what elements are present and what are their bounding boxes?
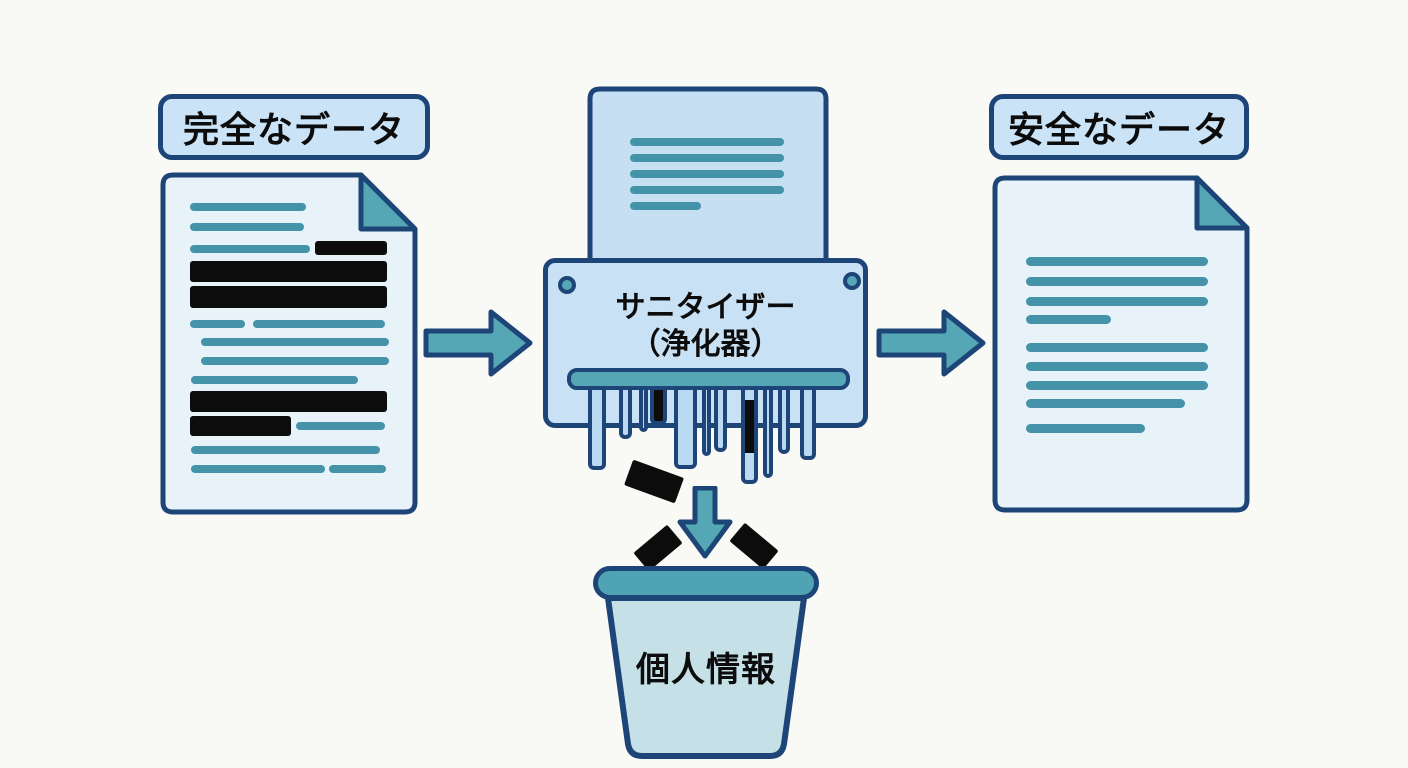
text-line — [201, 357, 389, 365]
screw-icon-left — [558, 276, 576, 294]
text-line — [191, 446, 380, 454]
text-line — [1026, 424, 1145, 433]
text-line — [190, 320, 245, 328]
input-data-label: 完全なデータ — [158, 94, 430, 160]
sanitizer-name: サニタイザー （浄化器） — [548, 289, 863, 363]
bin-body-icon — [605, 598, 807, 759]
bin-label: 個人情報 — [636, 650, 776, 690]
text-line — [190, 223, 304, 231]
bin-rim — [593, 566, 819, 600]
text-line — [630, 202, 701, 210]
shredded-strips — [543, 388, 868, 488]
redacted-text-lines — [163, 175, 415, 512]
text-line — [1026, 362, 1208, 371]
clean-document-icon — [992, 175, 1250, 513]
screw-icon-right — [843, 272, 861, 290]
output-data-label-text: 安全なデータ — [1007, 110, 1230, 151]
text-line — [630, 170, 784, 178]
redaction-bar — [190, 261, 387, 282]
shredded-strip — [588, 388, 606, 470]
shredded-strip — [763, 388, 773, 478]
folded-corner-icon — [358, 172, 418, 232]
text-line — [630, 186, 784, 194]
shredded-piece-bin-right — [729, 522, 779, 570]
text-line — [1026, 277, 1208, 286]
text-line — [1026, 257, 1208, 266]
strip-black-segment — [745, 400, 754, 453]
clean-text-lines — [995, 178, 1247, 510]
shredded-strip — [650, 388, 667, 425]
text-line — [201, 338, 389, 346]
sanitizer-name-line1: サニタイザー — [615, 290, 796, 325]
feed-text-lines — [590, 89, 826, 272]
text-line — [1026, 297, 1208, 306]
shredder-slot — [567, 368, 850, 390]
feed-document-icon — [587, 86, 829, 275]
shredded-strip — [639, 388, 648, 432]
sanitizer-name-line2: （浄化器） — [630, 327, 781, 362]
shredded-strip — [702, 388, 711, 456]
arrow-down-icon — [677, 486, 733, 559]
text-line — [329, 465, 386, 473]
shredded-strip — [800, 388, 816, 460]
text-line — [190, 245, 310, 253]
arrow-right-icon-output — [876, 309, 986, 377]
text-line — [1026, 381, 1208, 390]
shredded-strip — [674, 388, 697, 469]
folded-corner-icon — [1194, 175, 1250, 231]
redaction-bar — [315, 241, 387, 255]
redaction-bar — [190, 286, 387, 308]
text-line — [630, 138, 784, 146]
text-line — [253, 320, 385, 328]
shredded-strip — [741, 388, 758, 484]
text-line — [1026, 315, 1111, 324]
text-line — [630, 154, 784, 162]
input-data-label-text: 完全なデータ — [182, 110, 405, 151]
shredded-strip — [619, 388, 632, 439]
text-line — [1026, 343, 1208, 352]
text-line — [1026, 399, 1185, 408]
shredded-strip — [714, 388, 727, 452]
redacted-document-icon — [160, 172, 418, 515]
text-line — [190, 203, 306, 211]
arrow-right-icon-input — [423, 309, 533, 377]
shredded-strip — [778, 388, 790, 454]
output-data-label: 安全なデータ — [989, 94, 1249, 160]
text-line — [296, 422, 385, 430]
redaction-bar — [190, 391, 387, 412]
text-line — [191, 376, 358, 384]
text-line — [191, 465, 325, 473]
redaction-bar — [190, 416, 291, 436]
